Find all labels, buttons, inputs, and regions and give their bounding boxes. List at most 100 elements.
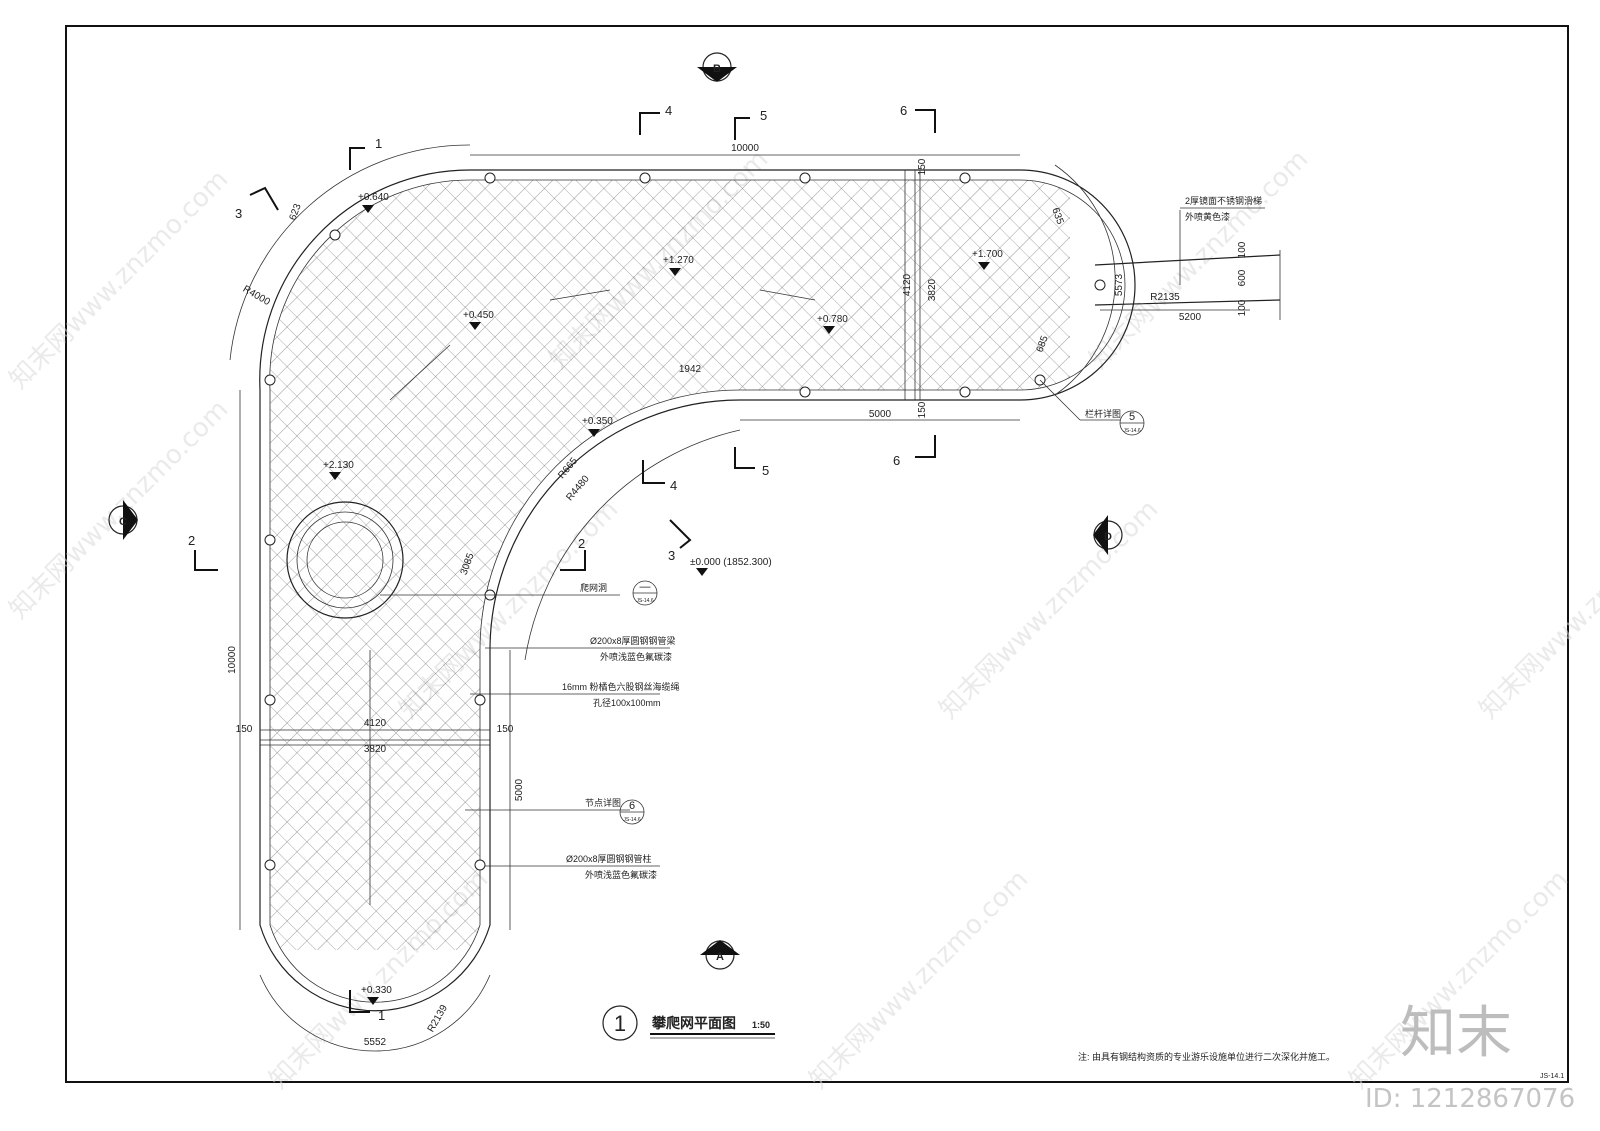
callouts: 2厚镜面不锈钢滑梯 外喷黄色漆 栏杆详图 5 JS-14.6 爬网洞 — JS-… xyxy=(380,195,1265,880)
net-mesh xyxy=(269,179,1070,950)
dim-text: 100 xyxy=(1237,241,1248,258)
elevation-markers: B A C D xyxy=(108,52,1123,970)
callout-net-rope: 16mm 粉橘色六股钢丝海缆绳 孔径100x100mm xyxy=(470,681,680,708)
dim-text: 10000 xyxy=(227,646,238,674)
dim-text: 150 xyxy=(917,158,928,175)
section-mark-1: 1 xyxy=(349,136,382,170)
slide-outline xyxy=(1094,254,1281,306)
section-mark-2: 2 xyxy=(188,533,218,571)
dim-text: 3820 xyxy=(927,278,938,301)
dim-text: 5552 xyxy=(364,1037,387,1048)
dim-text: 10000 xyxy=(731,143,759,154)
svg-text:+1.270: +1.270 xyxy=(663,255,694,266)
arc-dimension xyxy=(524,429,741,661)
svg-text:外喷浅蓝色氟碳漆: 外喷浅蓝色氟碳漆 xyxy=(585,869,657,880)
dim-text: 5200 xyxy=(1179,312,1202,323)
level-marker: +1.700 xyxy=(972,249,1003,270)
svg-text:5: 5 xyxy=(760,108,767,123)
callout-climbing-hole: 爬网洞 — JS-14.6 xyxy=(380,580,658,606)
watermark: 知末网www.znzmo.com xyxy=(4,164,235,395)
svg-text:B: B xyxy=(713,63,721,75)
slope-arrow xyxy=(759,289,816,301)
platform-inner-edge xyxy=(269,179,1126,1003)
arc-dimension xyxy=(229,144,471,361)
dim-text: 100 xyxy=(1237,299,1248,316)
svg-text:4: 4 xyxy=(670,478,677,493)
level-marker: +0.330 xyxy=(361,985,392,1005)
dim-text: R4480 xyxy=(564,473,592,503)
section-mark-6: 6 xyxy=(893,435,936,468)
level-marker: +2.130 xyxy=(323,460,354,480)
svg-text:2: 2 xyxy=(578,536,585,551)
level-markers: +0.640 +1.270 +1.700 +0.450 +0.780 +0.35… xyxy=(323,192,1003,1005)
section-cut-marks: 1 1 2 2 3 3 4 4 5 5 6 6 xyxy=(188,103,936,1023)
svg-text:孔径100x100mm: 孔径100x100mm xyxy=(593,697,661,708)
svg-text:6: 6 xyxy=(900,103,907,118)
svg-text:栏杆详图: 栏杆详图 xyxy=(1085,408,1121,419)
callout-beam: Ø200x8厚圆钢钢管梁 外喷浅蓝色氟碳漆 xyxy=(485,635,676,662)
svg-text:D: D xyxy=(1104,531,1112,543)
level-marker: +1.270 xyxy=(663,255,694,276)
svg-text:Ø200x8厚圆钢钢管梁: Ø200x8厚圆钢钢管梁 xyxy=(590,635,676,646)
drawing-frame xyxy=(65,25,1569,1083)
detail-number: 1 xyxy=(614,1011,626,1036)
drawing-title-block: 1 攀爬网平面图 1:50 xyxy=(602,1005,775,1041)
dim-text: 5000 xyxy=(514,778,525,801)
arc-dimension xyxy=(1054,164,1116,396)
svg-text:2厚镜面不锈钢滑梯: 2厚镜面不锈钢滑梯 xyxy=(1185,195,1262,206)
level-marker: +0.640 xyxy=(358,192,389,213)
dim-text: 1942 xyxy=(679,364,702,375)
watermark: 知末网www.znzmo.com xyxy=(934,494,1165,725)
svg-text:+0.350: +0.350 xyxy=(582,416,613,427)
svg-text:6: 6 xyxy=(629,800,635,812)
section-mark-5: 5 xyxy=(734,108,767,140)
svg-text:Ø200x8厚圆钢钢管柱: Ø200x8厚圆钢钢管柱 xyxy=(566,853,652,864)
svg-text:外喷浅蓝色氟碳漆: 外喷浅蓝色氟碳漆 xyxy=(600,651,672,662)
level-marker: +0.780 xyxy=(817,314,848,334)
callout-railing: 栏杆详图 5 JS-14.6 xyxy=(1039,379,1145,436)
section-mark-2: 2 xyxy=(560,536,586,571)
svg-text:6: 6 xyxy=(893,453,900,468)
level-marker: ±0.000 (1852.300) xyxy=(690,557,772,576)
construction-note: 注: 由具有钢结构资质的专业游乐设施单位进行二次深化并施工。 xyxy=(1078,1051,1335,1062)
svg-text:—: — xyxy=(640,581,651,593)
platform-outer-edge xyxy=(259,169,1136,1012)
dim-text: 5000 xyxy=(869,409,892,420)
section-mark-4: 4 xyxy=(639,103,672,135)
dim-text: 3820 xyxy=(364,744,387,755)
svg-text:A: A xyxy=(716,951,724,963)
dim-text: 5573 xyxy=(1114,273,1125,296)
section-mark-1: 1 xyxy=(349,990,385,1023)
slope-arrow xyxy=(389,344,451,401)
section-mark-5: 5 xyxy=(734,447,769,478)
sheet-number: JS-14.1 xyxy=(1540,1073,1564,1080)
svg-text:16mm 粉橘色六股钢丝海缆绳: 16mm 粉橘色六股钢丝海缆绳 xyxy=(562,681,680,692)
dim-text: 623 xyxy=(288,202,304,222)
steel-posts xyxy=(264,172,1106,871)
dim-text: 150 xyxy=(917,401,928,418)
watermark: 知末网www.znzmo.com xyxy=(804,864,1035,1095)
svg-text:+2.130: +2.130 xyxy=(323,460,354,471)
svg-text:1: 1 xyxy=(378,1008,385,1023)
dim-text: R2139 xyxy=(426,1003,450,1034)
svg-text:±0.000 (1852.300): ±0.000 (1852.300) xyxy=(690,557,772,568)
svg-text:JS-14.6: JS-14.6 xyxy=(636,598,653,604)
watermark: 知末网www.znzmo.com xyxy=(1474,494,1600,725)
callout-column: Ø200x8厚圆钢钢管柱 外喷浅蓝色氟碳漆 xyxy=(485,853,660,880)
arc-dimension xyxy=(259,974,491,1052)
dim-text: 150 xyxy=(497,724,514,735)
svg-text:3: 3 xyxy=(668,548,675,563)
svg-text:5: 5 xyxy=(1129,411,1135,423)
brand-logo: 知末 xyxy=(1400,1001,1512,1066)
svg-text:C: C xyxy=(119,516,127,528)
svg-text:3: 3 xyxy=(235,206,242,221)
id-label: ID: 1212867076 xyxy=(1365,1084,1575,1114)
elevation-marker-d: D xyxy=(1093,515,1123,555)
level-marker: +0.350 xyxy=(582,416,613,437)
svg-text:+0.330: +0.330 xyxy=(361,985,392,996)
section-mark-4: 4 xyxy=(642,460,677,493)
section-mark-3: 3 xyxy=(668,519,692,563)
svg-text:JS-14.6: JS-14.6 xyxy=(623,817,640,823)
level-marker: +0.450 xyxy=(463,310,494,330)
